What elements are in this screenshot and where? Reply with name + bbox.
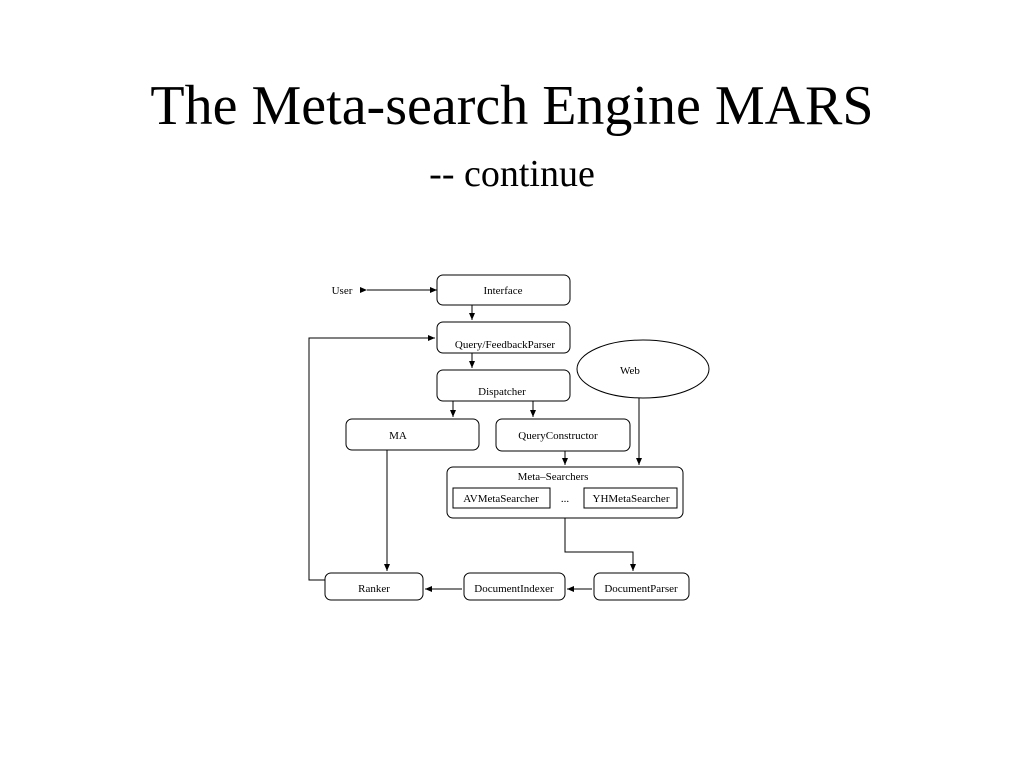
node-dispatcher-label: Dispatcher: [478, 386, 526, 398]
diagram-edges: [308, 287, 642, 592]
edge-ranker-parser-feedback: [308, 335, 435, 581]
node-query-feedback-parser-label: Query/FeedbackParser: [455, 339, 556, 351]
slide-subtitle: -- continue: [429, 153, 595, 195]
node-document-parser-label: DocumentParser: [604, 583, 678, 595]
node-av-meta-searcher-label: AVMetaSearcher: [463, 493, 539, 505]
node-meta-searchers-label: Meta–Searchers: [518, 471, 589, 483]
node-query-feedback-parser: Query/FeedbackParser: [436, 321, 571, 354]
node-yh-meta-searcher-label: YHMetaSearcher: [593, 493, 670, 505]
node-yh-meta-searcher-box: [583, 487, 678, 509]
node-interface: Interface: [436, 274, 571, 306]
node-query-constructor: QueryConstructor: [495, 418, 631, 452]
node-document-indexer: DocumentIndexer: [463, 572, 566, 601]
node-ranker-label: Ranker: [358, 583, 390, 595]
node-web-label: Web: [620, 365, 640, 377]
node-ellipsis-label: ...: [561, 493, 570, 505]
node-query-constructor-label: QueryConstructor: [518, 430, 598, 442]
node-user-label: User: [332, 285, 353, 297]
node-ma: MA: [345, 418, 480, 451]
slide-title: The Meta-search Engine MARS: [150, 75, 874, 137]
edge-metasearchers-docparser: [564, 518, 636, 571]
node-document-parser: DocumentParser: [593, 572, 690, 601]
node-document-indexer-label: DocumentIndexer: [474, 583, 554, 595]
node-user: User: [332, 285, 353, 297]
node-ma-label: MA: [389, 430, 407, 442]
node-dispatcher: Dispatcher: [436, 369, 571, 402]
node-av-meta-searcher-box: [452, 487, 551, 509]
node-meta-searchers: Meta–Searchers AVMetaSearcher ... YHMeta…: [446, 466, 684, 519]
node-web: Web: [576, 339, 710, 399]
node-ranker: Ranker: [324, 572, 424, 601]
node-interface-label: Interface: [483, 285, 522, 297]
